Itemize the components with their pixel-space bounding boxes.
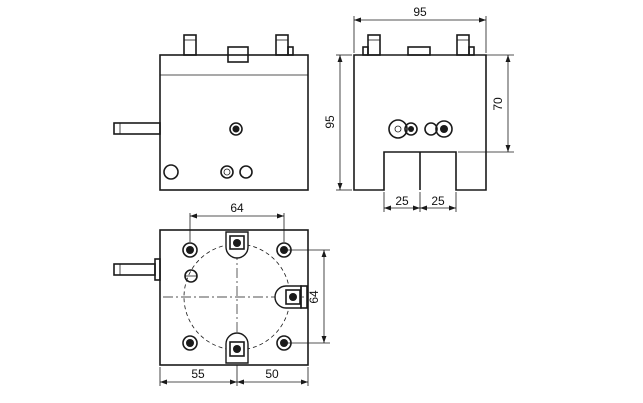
bottom-left-label: 55 xyxy=(191,367,205,381)
front-upper-label: 70 xyxy=(491,97,505,111)
slot-left-label: 25 xyxy=(395,194,409,208)
side-view-stud-right xyxy=(275,34,294,56)
side-view-hole xyxy=(220,165,234,179)
slot-width-dimension: 25 25 xyxy=(383,192,457,212)
side-view-hole xyxy=(163,164,179,180)
top-view xyxy=(113,229,309,366)
front-view-connector-right xyxy=(424,120,453,138)
top-view-small-hole xyxy=(184,269,198,283)
bottom-right-label: 50 xyxy=(265,367,279,381)
front-view-connector-left xyxy=(388,119,418,139)
top-view-shaft xyxy=(113,258,161,281)
front-height-dimension: 95 xyxy=(323,54,352,191)
side-view-shaft xyxy=(113,122,161,135)
front-view-stud-left xyxy=(362,34,381,56)
side-view-hole xyxy=(239,165,253,179)
bottom-length-dimension: 55 50 xyxy=(159,365,309,386)
top-hole-spacing-dimension: 64 xyxy=(189,201,285,242)
front-width-dimension: 95 xyxy=(353,5,487,53)
front-upper-dimension: 70 xyxy=(458,54,514,153)
top-view-clamp-bottom xyxy=(225,332,249,364)
front-view xyxy=(353,34,487,191)
top-view-corner-hole xyxy=(182,335,198,351)
top-side-spacing-label: 64 xyxy=(307,290,321,304)
front-view-body xyxy=(353,54,487,191)
front-height-label: 95 xyxy=(323,115,337,129)
top-side-spacing-dimension: 64 xyxy=(284,249,330,344)
front-view-key xyxy=(407,46,431,56)
side-view xyxy=(113,34,309,191)
front-width-label: 95 xyxy=(413,5,427,19)
top-view-clamp-top xyxy=(225,231,249,259)
front-view-stud-right xyxy=(456,34,475,56)
side-view-screw xyxy=(229,122,243,136)
top-view-corner-hole xyxy=(182,242,198,258)
top-hole-spacing-label: 64 xyxy=(230,201,244,215)
side-view-stud-left xyxy=(183,34,197,56)
top-view-body xyxy=(159,229,309,366)
slot-right-label: 25 xyxy=(431,194,445,208)
top-view-clamp-right xyxy=(274,285,308,309)
